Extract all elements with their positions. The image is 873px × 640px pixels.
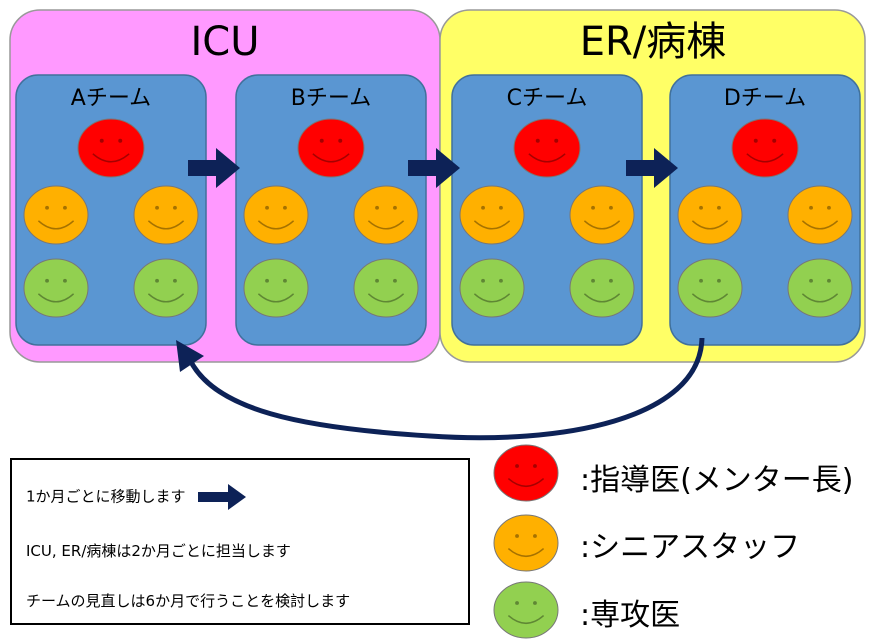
note-line-1: 1か月ごとに移動します [26, 484, 248, 510]
resident-face-team-d-2 [787, 258, 853, 318]
senior-face-team-a-1 [23, 185, 89, 245]
resident-face-team-a-1 [23, 258, 89, 318]
mentor-face-team-d [731, 118, 799, 178]
mentor-face-team-c [513, 118, 581, 178]
note-line-1-text: 1か月ごとに移動します [26, 487, 186, 506]
resident-face-team-d-1 [677, 258, 743, 318]
notes-box: 1か月ごとに移動します ICU, ER/病棟は2か月ごとに担当します チームの見… [10, 458, 470, 625]
arrow-d-to-a-head [176, 340, 204, 372]
note-line-2: ICU, ER/病棟は2か月ごとに担当します [26, 542, 291, 560]
team-label-c: Cチーム [507, 86, 588, 111]
resident-face-team-c-1 [459, 258, 525, 318]
note-line-3: チームの見直しは6か月で行うことを検討します [26, 592, 351, 610]
resident-face-team-c-2 [569, 258, 635, 318]
zone-er-title: ER/病棟 [580, 19, 727, 65]
senior-face-team-c-1 [459, 185, 525, 245]
senior-face-team-a-2 [133, 185, 199, 245]
resident-face-team-a-2 [133, 258, 199, 318]
arrow-b-to-c [408, 148, 460, 188]
resident-face-team-b-2 [353, 258, 419, 318]
team-label-b: Bチーム [291, 86, 371, 111]
legend-label-senior: :シニアスタッフ [580, 530, 801, 565]
smiley-faces [23, 118, 853, 318]
legend-label-resident: :専攻医 [580, 598, 681, 633]
arrow-d-to-a [187, 337, 705, 441]
senior-face-team-d-2 [787, 185, 853, 245]
zone-icu-title: ICU [190, 19, 259, 65]
arrow-a-to-b [188, 148, 240, 188]
team-label-d: Dチーム [724, 86, 806, 111]
mentor-face-team-b [297, 118, 365, 178]
senior-face-team-b-1 [243, 185, 309, 245]
right-arrow-icon [198, 484, 247, 510]
team-label-a: Aチーム [71, 86, 151, 111]
senior-face-team-b-2 [353, 185, 419, 245]
resident-face-team-b-1 [243, 258, 309, 318]
legend-label-mentor: :指導医(メンター長) [580, 463, 854, 498]
senior-face-team-d-1 [677, 185, 743, 245]
mentor-face-team-a [77, 118, 145, 178]
arrow-c-to-d [626, 148, 678, 188]
senior-face-team-c-2 [569, 185, 635, 245]
